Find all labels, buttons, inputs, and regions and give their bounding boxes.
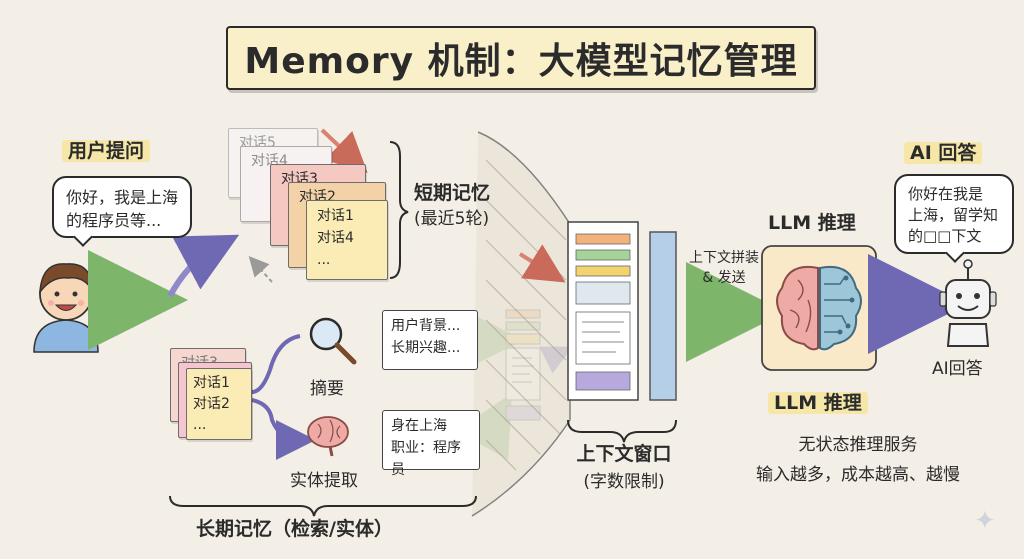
llm-label-bottom: LLM 推理 (768, 388, 868, 415)
robot-label: AI回答 (932, 359, 983, 379)
arrow-red-to-window (518, 244, 566, 283)
long-term-card-front: 对话1 对话2 ... (186, 368, 252, 440)
long-term-bracket (169, 495, 477, 517)
arrow-gray-dashed (248, 256, 273, 283)
user-message-line2: 的程序员等... (66, 211, 162, 230)
user-label: 用户提问 (62, 136, 151, 163)
user-avatar (33, 263, 99, 353)
context-window-label: 上下文窗口 (字数限制) (576, 443, 672, 492)
arrow-to-short-term (167, 234, 240, 298)
arrow-red-into-stack (320, 128, 368, 173)
page-title: Memory 机制：大模型记忆管理 (226, 26, 816, 90)
branch-lines (251, 334, 300, 440)
ai-label: AI 回答 (904, 138, 983, 165)
long-term-label: 长期记忆（检索/实体） (196, 518, 393, 540)
ai-message-bubble: 你好在我是 上海，留学知 的□□下文 (894, 174, 1014, 254)
sparkle-icon: ✦ (974, 506, 996, 536)
llm-brain-box (761, 245, 877, 371)
summary-card: 用户背景... 长期兴趣... (382, 310, 478, 370)
context-window (567, 221, 677, 401)
entity-label: 实体提取 (290, 471, 358, 491)
user-message-bubble: 你好，我是上海 的程序员等... (52, 176, 192, 238)
brain-icon-small (307, 416, 349, 457)
entity-card: 身在上海 职业：程序员 (382, 410, 480, 478)
short-term-label: 短期记忆 (最近5轮) (414, 182, 491, 229)
robot-icon (939, 259, 997, 347)
short-term-card-1: 对话1 对话4 ... (306, 200, 388, 280)
summary-label: 摘要 (310, 379, 344, 399)
llm-label-top: LLM 推理 (768, 212, 856, 234)
window-bracket (567, 419, 677, 443)
user-message-line1: 你好，我是上海 (66, 188, 179, 207)
short-term-bracket (389, 141, 409, 279)
ai-message-line2: 上海，留学知 (908, 206, 999, 224)
ai-message-line1: 你好在我是 (908, 185, 984, 203)
llm-description: 无状态推理服务 输入越多，成本越高、越慢 (756, 435, 960, 485)
send-label: 上下文拼装 & 发送 (689, 250, 759, 286)
ai-message-line3: 的□□下文 (908, 227, 982, 245)
magnifier-icon (309, 317, 357, 365)
